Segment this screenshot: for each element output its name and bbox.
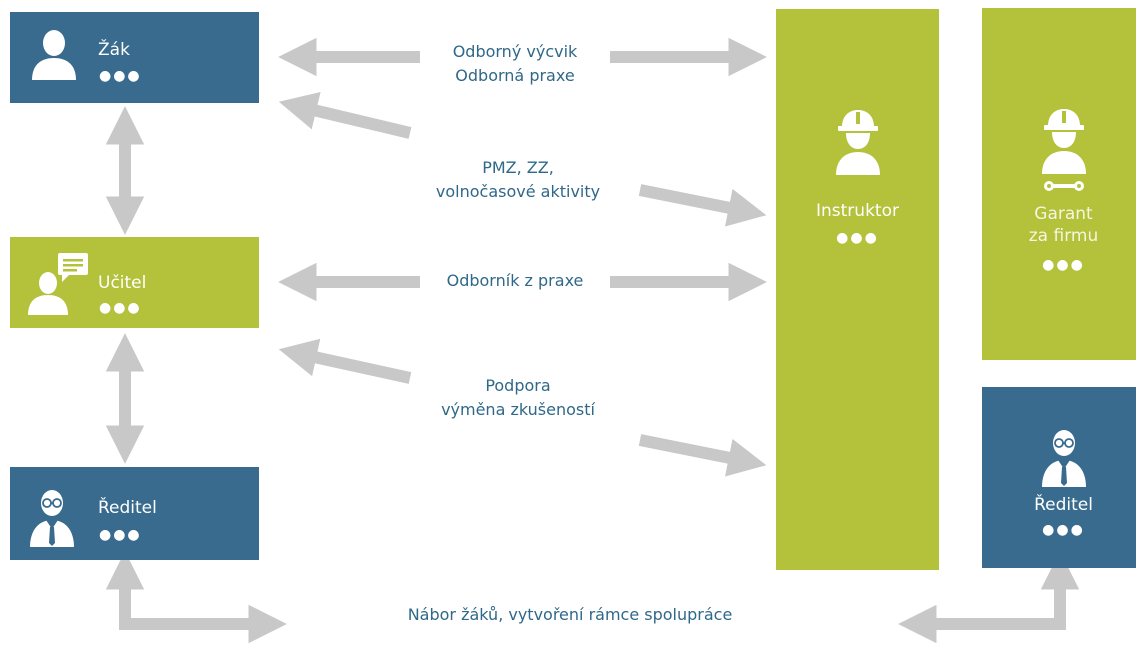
node-reditel-left: Ředitel ●●● [10, 467, 259, 560]
arrow-reditel-nabor-right [898, 551, 1080, 644]
connection-label-line: Odborný výcvik [452, 42, 578, 61]
node-ucitel: Učitel ●●● [10, 237, 259, 328]
node-reditel-left-more: ●●● [99, 527, 142, 543]
node-ucitel-label: Učitel [98, 273, 147, 293]
connection-label-line: Podpora [485, 376, 551, 395]
node-reditel-right: Ředitel ●●● [982, 387, 1136, 568]
connection-label-line: výměna zkušeností [441, 400, 595, 419]
node-zak-more: ●●● [99, 68, 142, 84]
node-garant: Garant za firmu ●●● [982, 8, 1136, 360]
arrow-pmz-zak [278, 91, 412, 139]
worker-helmet-icon [836, 110, 880, 175]
node-ucitel-more: ●●● [99, 300, 142, 316]
connection-label-podpora: Podpora výměna zkušeností [405, 374, 631, 422]
node-garant-label-line2: za firmu [1028, 226, 1099, 246]
node-reditel-right-more: ●●● [1042, 522, 1085, 538]
node-instruktor-label: Instruktor [816, 201, 899, 221]
connection-label-odbornik: Odborník z praxe [420, 269, 610, 293]
node-reditel-left-label: Ředitel [98, 498, 157, 518]
connection-label-line: volnočasové aktivity [435, 182, 601, 201]
worker-helmet-wrench-icon [1042, 109, 1086, 191]
person-icon [32, 30, 76, 80]
connection-label-odborny-vycvik: Odborný výcvik Odborná praxe [420, 40, 610, 88]
node-zak-label: Žák [98, 40, 130, 60]
arrow-podpora-ucitel [278, 338, 412, 384]
arrow-reditel-nabor-left [105, 551, 287, 644]
connection-label-line: Nábor žáků, vytvoření rámce spolupráce [407, 605, 733, 624]
teacher-speech-icon [28, 253, 88, 315]
director-glasses-icon [1042, 430, 1086, 487]
arrow-pmz-instruktor [638, 184, 767, 227]
director-glasses-icon [30, 490, 74, 547]
connection-label-line: Odborná praxe [455, 66, 575, 85]
connection-label-nabor: Nábor žáků, vytvoření rámce spolupráce [330, 603, 810, 627]
connection-label-line: Odborník z praxe [446, 271, 584, 290]
arrow-podpora-instruktor [638, 434, 767, 477]
node-instruktor: Instruktor ●●● [776, 9, 939, 570]
node-instruktor-more: ●●● [836, 230, 879, 246]
connection-label-pmz: PMZ, ZZ, volnočasové aktivity [405, 156, 631, 204]
node-garant-label-line1: Garant [1034, 204, 1093, 224]
node-zak: Žák ●●● [10, 12, 259, 103]
connection-label-line: PMZ, ZZ, [482, 158, 554, 177]
node-garant-more: ●●● [1042, 257, 1085, 273]
node-reditel-right-label: Ředitel [1034, 495, 1093, 515]
